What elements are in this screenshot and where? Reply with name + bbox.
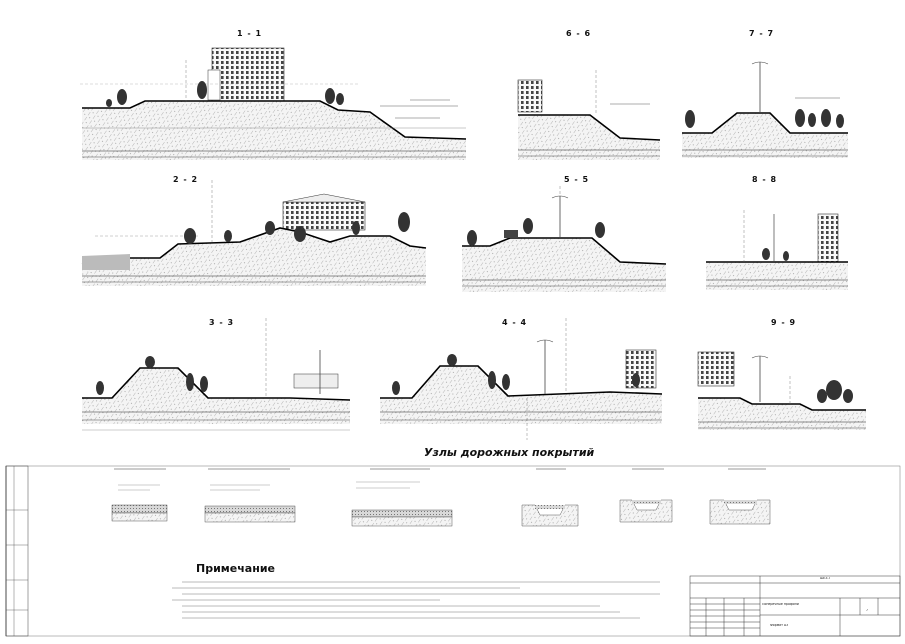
section-5-5 [462, 186, 667, 292]
section-title-2-2: 2 - 2 [173, 175, 199, 184]
section-title-5-5: 5 - 5 [564, 175, 590, 184]
pavement-node-6 [709, 468, 771, 525]
section-7-7 [682, 61, 848, 158]
section-4-4 [380, 318, 663, 440]
pavement-node-2 [204, 468, 296, 523]
title-block-code: ШЕЗ-Т [820, 577, 831, 580]
pavement-node-5 [619, 468, 673, 523]
title-block-format: Формат А3 [770, 624, 789, 627]
section-title-9-9: 9 - 9 [771, 318, 797, 327]
section-1-1 [80, 47, 467, 160]
notes-title: Примечание [196, 562, 275, 575]
section-title-3-3: 3 - 3 [209, 318, 235, 327]
section-title-6-6: 6 - 6 [566, 29, 592, 38]
section-2-2 [81, 180, 427, 286]
section-8-8 [706, 210, 848, 290]
section-title-4-4: 4 - 4 [502, 318, 528, 327]
pavement-nodes-title: Узлы дорожных покрытий [424, 446, 595, 459]
pavement-nodes [111, 468, 771, 527]
title-block-sheet-no: 7 [866, 609, 869, 612]
pavement-node-1 [111, 468, 168, 522]
section-3-3 [82, 318, 351, 431]
pavement-node-3 [351, 468, 453, 527]
section-title-7-7: 7 - 7 [749, 29, 775, 38]
title-block [689, 575, 901, 637]
section-title-1-1: 1 - 1 [237, 29, 263, 38]
section-6-6 [517, 70, 661, 160]
section-9-9 [697, 351, 866, 430]
section-title-8-8: 8 - 8 [752, 175, 778, 184]
title-block-sheet-name: Поперечные профили [762, 603, 799, 606]
notes-text-lines [172, 581, 660, 619]
pavement-node-4 [521, 468, 579, 527]
